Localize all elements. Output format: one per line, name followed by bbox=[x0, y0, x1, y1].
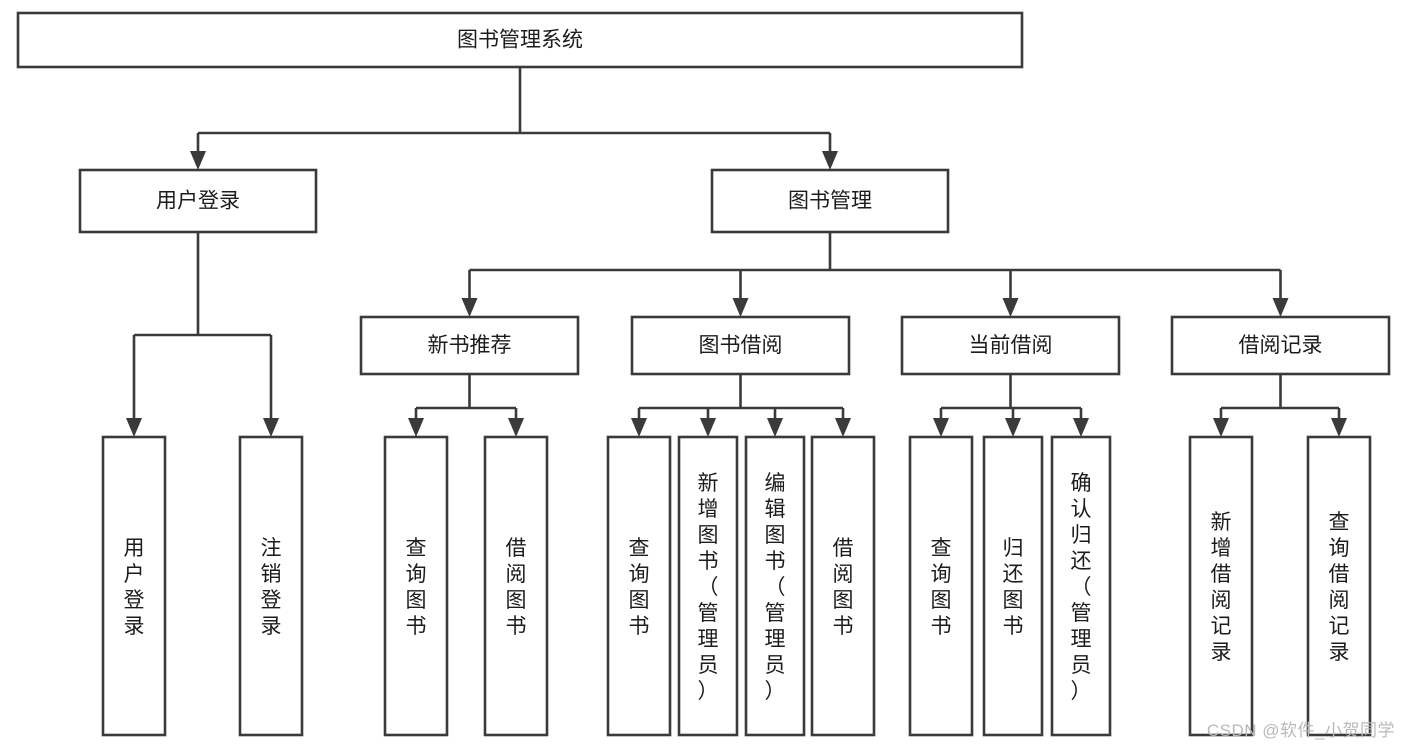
leaf-node-leaf-add-borrow-record[interactable]: 新增借阅记录 bbox=[1188, 435, 1254, 737]
node-book-manage[interactable]: 图书管理 bbox=[710, 168, 950, 234]
nodes-layer: 图书管理系统用户登录图书管理新书推荐图书借阅当前借阅借阅记录用户登录注销登录查询… bbox=[16, 11, 1391, 737]
leaf-node-leaf-query-book-rec-box[interactable] bbox=[383, 435, 449, 737]
book-manage-to-level3-arrow-2 bbox=[1002, 298, 1019, 317]
leaf-node-leaf-confirm-return-admin-box[interactable] bbox=[1050, 435, 1112, 737]
book-manage-to-level3-arrow-3 bbox=[1272, 298, 1289, 317]
leaf-node-leaf-edit-book-admin-box[interactable] bbox=[744, 435, 806, 737]
leaf-node-leaf-borrow-book-box[interactable] bbox=[810, 435, 876, 737]
leaf-node-leaf-add-book-admin[interactable]: 新增图书（管理员） bbox=[677, 435, 739, 737]
node-user-login[interactable]: 用户登录 bbox=[78, 168, 318, 234]
leaf-node-leaf-query-borrow-record-label: 查询借阅记录 bbox=[1329, 511, 1350, 664]
new-book-rec-to-leaves-arrow-0 bbox=[408, 418, 424, 437]
leaf-node-leaf-query-book-rec[interactable]: 查询图书 bbox=[383, 435, 449, 737]
borrow-record-to-leaves-arrow-0 bbox=[1213, 418, 1229, 437]
leaf-node-leaf-query-borrow-record[interactable]: 查询借阅记录 bbox=[1306, 435, 1372, 737]
leaf-node-leaf-query-book-borrow-label: 查询图书 bbox=[629, 537, 650, 638]
leaf-node-leaf-borrow-book-rec-box[interactable] bbox=[483, 435, 549, 737]
leaf-node-leaf-logout-login-label: 注销登录 bbox=[261, 537, 282, 638]
node-book-borrow-label: 图书借阅 bbox=[699, 334, 783, 357]
leaf-node-leaf-add-borrow-record-label: 新增借阅记录 bbox=[1211, 511, 1232, 664]
root-node-图书管理系统[interactable]: 图书管理系统 bbox=[16, 11, 1024, 69]
root-node-图书管理系统-label: 图书管理系统 bbox=[457, 29, 583, 52]
book-borrow-to-leaves-arrow-2 bbox=[767, 418, 783, 437]
leaf-node-leaf-borrow-book[interactable]: 借阅图书 bbox=[810, 435, 876, 737]
leaf-node-leaf-user-login-box[interactable] bbox=[101, 435, 167, 737]
node-book-manage-label: 图书管理 bbox=[788, 190, 872, 213]
node-borrow-record-label: 借阅记录 bbox=[1239, 334, 1323, 357]
leaf-node-leaf-query-book-current-label: 查询图书 bbox=[931, 537, 952, 638]
borrow-record-to-leaves-arrow-1 bbox=[1331, 418, 1347, 437]
node-book-borrow-box[interactable] bbox=[630, 315, 851, 376]
leaf-node-leaf-return-book[interactable]: 归还图书 bbox=[982, 435, 1044, 737]
node-new-book-rec-label: 新书推荐 bbox=[428, 334, 512, 357]
current-borrow-to-leaves-arrow-2 bbox=[1073, 418, 1089, 437]
connectors-layer bbox=[126, 67, 1347, 437]
node-user-login-label: 用户登录 bbox=[156, 190, 240, 213]
node-book-borrow[interactable]: 图书借阅 bbox=[630, 315, 851, 376]
leaf-node-leaf-query-book-borrow[interactable]: 查询图书 bbox=[606, 435, 672, 737]
current-borrow-to-leaves-arrow-0 bbox=[933, 418, 949, 437]
leaf-node-leaf-query-book-borrow-box[interactable] bbox=[606, 435, 672, 737]
current-borrow-to-leaves-arrow-1 bbox=[1005, 418, 1021, 437]
leaf-node-leaf-query-borrow-record-box[interactable] bbox=[1306, 435, 1372, 737]
node-current-borrow-label: 当前借阅 bbox=[969, 334, 1053, 357]
node-user-login-box[interactable] bbox=[78, 168, 318, 234]
book-borrow-to-leaves-arrow-0 bbox=[631, 418, 647, 437]
node-current-borrow-box[interactable] bbox=[900, 315, 1121, 376]
leaf-node-leaf-query-book-current[interactable]: 查询图书 bbox=[908, 435, 974, 737]
book-manage-to-level3-arrow-1 bbox=[732, 298, 749, 317]
leaf-node-leaf-confirm-return-admin-label: 确认归还（管理员） bbox=[1071, 472, 1092, 703]
root-to-level2-arrow-1 bbox=[822, 151, 838, 170]
user-login-to-leaves-arrow-1 bbox=[263, 418, 279, 437]
leaf-node-leaf-confirm-return-admin[interactable]: 确认归还（管理员） bbox=[1050, 435, 1112, 737]
leaf-node-leaf-add-book-admin-label: 新增图书（管理员） bbox=[698, 472, 719, 703]
book-manage-to-level3-arrow-0 bbox=[461, 298, 478, 317]
leaf-node-leaf-query-book-rec-label: 查询图书 bbox=[406, 537, 427, 638]
node-new-book-rec[interactable]: 新书推荐 bbox=[359, 315, 580, 376]
leaf-node-leaf-borrow-book-rec[interactable]: 借阅图书 bbox=[483, 435, 549, 737]
leaf-node-leaf-user-login-label: 用户登录 bbox=[124, 537, 145, 638]
leaf-node-leaf-logout-login[interactable]: 注销登录 bbox=[238, 435, 304, 737]
new-book-rec-to-leaves-arrow-1 bbox=[508, 418, 524, 437]
node-book-manage-box[interactable] bbox=[710, 168, 950, 234]
leaf-node-leaf-return-book-label: 归还图书 bbox=[1003, 537, 1024, 638]
leaf-node-leaf-edit-book-admin[interactable]: 编辑图书（管理员） bbox=[744, 435, 806, 737]
node-current-borrow[interactable]: 当前借阅 bbox=[900, 315, 1121, 376]
root-node-图书管理系统-box[interactable] bbox=[16, 11, 1024, 69]
leaf-node-leaf-edit-book-admin-label: 编辑图书（管理员） bbox=[765, 472, 786, 703]
leaf-node-leaf-add-book-admin-box[interactable] bbox=[677, 435, 739, 737]
leaf-node-leaf-return-book-box[interactable] bbox=[982, 435, 1044, 737]
node-borrow-record[interactable]: 借阅记录 bbox=[1170, 315, 1391, 376]
leaf-node-leaf-borrow-book-label: 借阅图书 bbox=[833, 537, 854, 638]
leaf-node-leaf-query-book-current-box[interactable] bbox=[908, 435, 974, 737]
leaf-node-leaf-borrow-book-rec-label: 借阅图书 bbox=[506, 537, 527, 638]
book-borrow-to-leaves-arrow-1 bbox=[700, 418, 716, 437]
book-borrow-to-leaves-arrow-3 bbox=[835, 418, 851, 437]
leaf-node-leaf-logout-login-box[interactable] bbox=[238, 435, 304, 737]
node-new-book-rec-box[interactable] bbox=[359, 315, 580, 376]
user-login-to-leaves-arrow-0 bbox=[126, 418, 142, 437]
leaf-node-leaf-user-login[interactable]: 用户登录 bbox=[101, 435, 167, 737]
node-borrow-record-box[interactable] bbox=[1170, 315, 1391, 376]
leaf-node-leaf-add-borrow-record-box[interactable] bbox=[1188, 435, 1254, 737]
root-to-level2-arrow-0 bbox=[190, 151, 206, 170]
